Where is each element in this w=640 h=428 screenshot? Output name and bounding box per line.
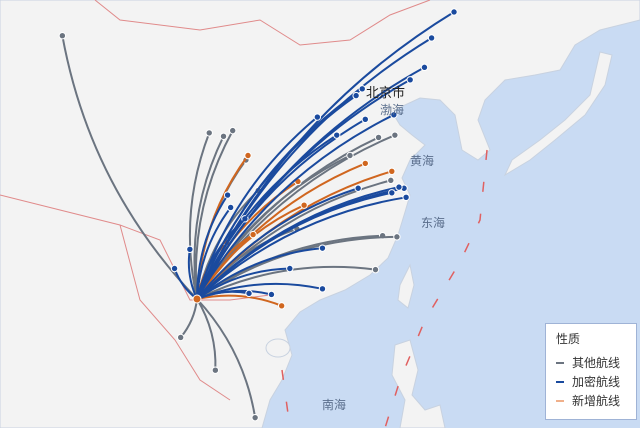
city-label-beijing: 北京市 xyxy=(366,86,406,101)
destination-dot[interactable] xyxy=(402,193,410,202)
legend-item-dense[interactable]: 加密航线 xyxy=(556,372,636,391)
destination-dot[interactable] xyxy=(391,131,399,139)
destination-dot[interactable] xyxy=(300,201,308,209)
route-line-new[interactable] xyxy=(196,294,283,307)
destination-dot[interactable] xyxy=(361,115,369,124)
route-line-dense[interactable] xyxy=(196,94,357,300)
destination-dot[interactable] xyxy=(226,203,235,212)
destination-dot[interactable] xyxy=(387,176,395,185)
legend-item-new[interactable]: 新增航线 xyxy=(556,391,636,410)
route-line-dense[interactable] xyxy=(196,187,359,300)
route-line-dense[interactable] xyxy=(196,113,395,300)
destination-dot[interactable] xyxy=(245,289,253,298)
national-border xyxy=(0,0,431,401)
destination-dot[interactable] xyxy=(170,264,179,273)
route-line-other[interactable] xyxy=(188,132,211,300)
destination-dot[interactable] xyxy=(393,233,401,241)
destination-dot[interactable] xyxy=(406,76,414,84)
destination-dot[interactable] xyxy=(352,91,360,100)
legend-swatch xyxy=(556,399,564,402)
origin-dot[interactable] xyxy=(192,294,202,304)
destination-dot[interactable] xyxy=(286,264,294,273)
philippines xyxy=(391,339,446,428)
japan xyxy=(503,51,613,177)
destination-dot[interactable] xyxy=(390,111,398,119)
destination-dot[interactable] xyxy=(244,151,252,160)
destination-dot[interactable] xyxy=(186,245,194,253)
destination-dot[interactable] xyxy=(229,126,237,135)
route-line-other[interactable] xyxy=(196,298,257,418)
destination-dot[interactable] xyxy=(58,32,67,40)
route-line-dense[interactable] xyxy=(196,191,393,300)
route-line-dense[interactable] xyxy=(196,247,323,300)
destination-dot[interactable] xyxy=(388,189,396,197)
destination-dot[interactable] xyxy=(374,133,383,142)
legend-swatch xyxy=(556,361,564,364)
sea-label-bohai: 渤海 xyxy=(380,103,405,117)
destination-dot[interactable] xyxy=(223,191,232,199)
nine-dash-line xyxy=(281,149,488,428)
destination-dot[interactable] xyxy=(318,285,327,293)
destination-dot[interactable] xyxy=(395,183,403,191)
destination-dot[interactable] xyxy=(267,290,276,299)
route-line-other[interactable] xyxy=(196,265,376,300)
destination-dot[interactable] xyxy=(427,34,436,42)
destination-dot[interactable] xyxy=(205,129,213,137)
destination-dot[interactable] xyxy=(346,151,354,160)
route-line-other[interactable] xyxy=(196,298,217,371)
destination-dot[interactable] xyxy=(249,230,257,239)
destination-dot[interactable] xyxy=(333,131,341,139)
sea-label-donghai: 东海 xyxy=(421,216,446,230)
hainan xyxy=(265,338,291,358)
destination-dot[interactable] xyxy=(450,8,458,16)
destination-dot[interactable] xyxy=(251,413,259,422)
destination-dot[interactable] xyxy=(176,333,185,342)
legend-title: 性质 xyxy=(556,332,581,346)
destination-dot[interactable] xyxy=(354,184,362,192)
destination-dot[interactable] xyxy=(277,302,286,310)
legend-swatch xyxy=(556,380,564,383)
route-line-dense[interactable] xyxy=(196,134,338,300)
destination-dot[interactable] xyxy=(420,63,429,72)
routes-layer xyxy=(58,8,458,422)
legend: 性质 其他航线 加密航线 新增航线 xyxy=(545,323,637,420)
destination-dot[interactable] xyxy=(313,113,322,121)
route-line-dense[interactable] xyxy=(196,290,250,300)
sea-label-huanghai: 黄海 xyxy=(410,154,435,168)
route-line-dense[interactable] xyxy=(196,218,246,300)
legend-item-other[interactable]: 其他航线 xyxy=(556,353,636,372)
taiwan xyxy=(397,263,415,309)
route-line-other[interactable] xyxy=(194,130,234,300)
route-line-other[interactable] xyxy=(61,35,198,300)
destination-dot[interactable] xyxy=(388,167,396,176)
route-line-dense[interactable] xyxy=(196,267,290,300)
destination-dot[interactable] xyxy=(358,85,366,93)
route-line-dense[interactable] xyxy=(195,194,229,300)
destination-dot[interactable] xyxy=(361,159,369,168)
route-line-dense[interactable] xyxy=(196,196,407,300)
legend-label: 其他航线 xyxy=(572,356,621,370)
destination-dot[interactable] xyxy=(371,265,380,274)
legend-label: 新增航线 xyxy=(572,394,621,408)
destination-dot[interactable] xyxy=(219,132,228,140)
destination-dot[interactable] xyxy=(318,244,327,252)
destination-dot[interactable] xyxy=(211,366,220,374)
legend-label: 加密航线 xyxy=(572,375,621,389)
sea-label-nanhai: 南海 xyxy=(322,398,347,412)
